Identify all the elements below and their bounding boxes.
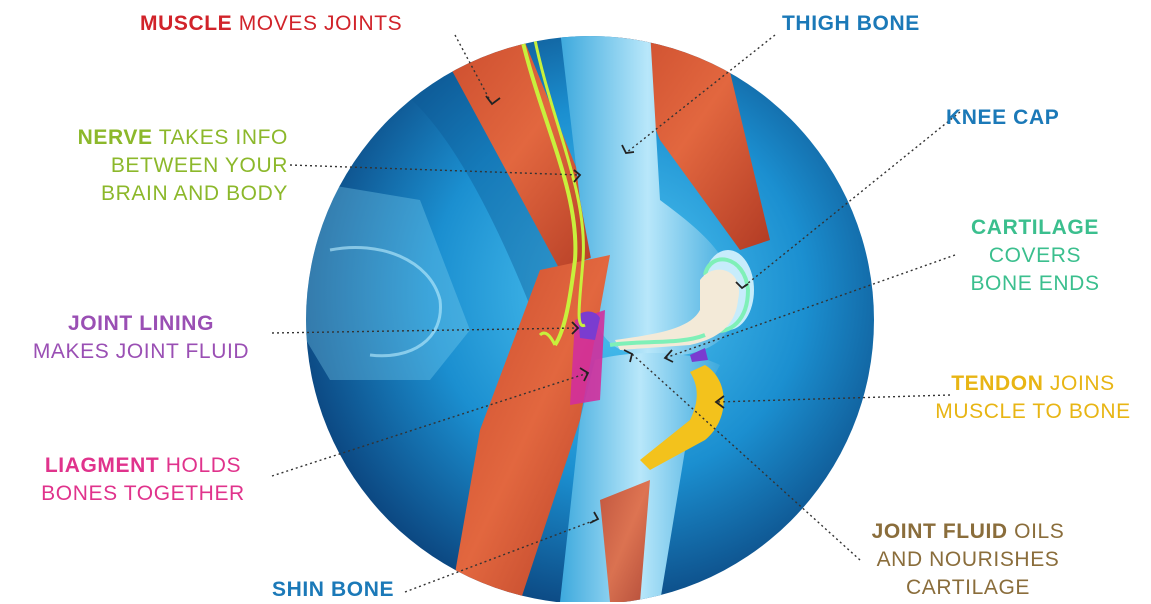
label-thigh-bone: THIGH BONE (782, 10, 920, 38)
label-joint-fluid-line2: AND NOURISHES (846, 546, 1090, 574)
label-muscle-title: MUSCLE (140, 12, 232, 35)
label-tendon-line1-rest: JOINS (1043, 372, 1114, 395)
label-ligament-line1-rest: HOLDS (159, 454, 241, 477)
label-knee-cap-title: KNEE CAP (946, 106, 1059, 129)
label-shin-bone: SHIN BONE (272, 576, 394, 604)
label-tendon-title: TENDON (951, 372, 1043, 395)
label-joint-fluid-line3: CARTILAGE (846, 574, 1090, 602)
label-joint-lining: JOINT LINING MAKES JOINT FLUID (0, 310, 282, 366)
label-joint-lining-title: JOINT LINING (68, 312, 214, 335)
label-tendon-line2: MUSCLE TO BONE (918, 398, 1148, 426)
label-cartilage: CARTILAGE COVERS BONE ENDS (950, 214, 1120, 298)
label-nerve-title: NERVE (78, 126, 153, 149)
label-knee-cap: KNEE CAP (946, 104, 1059, 132)
label-nerve-line1-rest: TAKES INFO (153, 126, 288, 149)
label-tendon: TENDON JOINS MUSCLE TO BONE (918, 370, 1148, 426)
label-ligament: LIAGMENT HOLDS BONES TOGETHER (18, 452, 268, 508)
label-nerve: NERVE TAKES INFO BETWEEN YOUR BRAIN AND … (28, 124, 288, 208)
label-nerve-line2: BETWEEN YOUR (28, 152, 288, 180)
label-joint-fluid-line1-rest: OILS (1008, 520, 1065, 543)
label-muscle-desc: MOVES JOINTS (232, 12, 402, 35)
label-nerve-line3: BRAIN AND BODY (28, 180, 288, 208)
label-thigh-bone-title: THIGH BONE (782, 12, 920, 35)
label-muscle: MUSCLE MOVES JOINTS (140, 10, 402, 38)
label-cartilage-title: CARTILAGE (971, 216, 1099, 239)
label-joint-fluid: JOINT FLUID OILS AND NOURISHES CARTILAGE (846, 518, 1090, 602)
label-joint-fluid-title: JOINT FLUID (872, 520, 1008, 543)
label-cartilage-line3: BONE ENDS (950, 270, 1120, 298)
label-ligament-line2: BONES TOGETHER (18, 480, 268, 508)
label-joint-lining-line2: MAKES JOINT FLUID (0, 338, 282, 366)
label-shin-bone-title: SHIN BONE (272, 578, 394, 601)
label-ligament-title: LIAGMENT (45, 454, 159, 477)
label-cartilage-line2: COVERS (950, 242, 1120, 270)
label-nerve-line1: NERVE TAKES INFO (28, 124, 288, 152)
